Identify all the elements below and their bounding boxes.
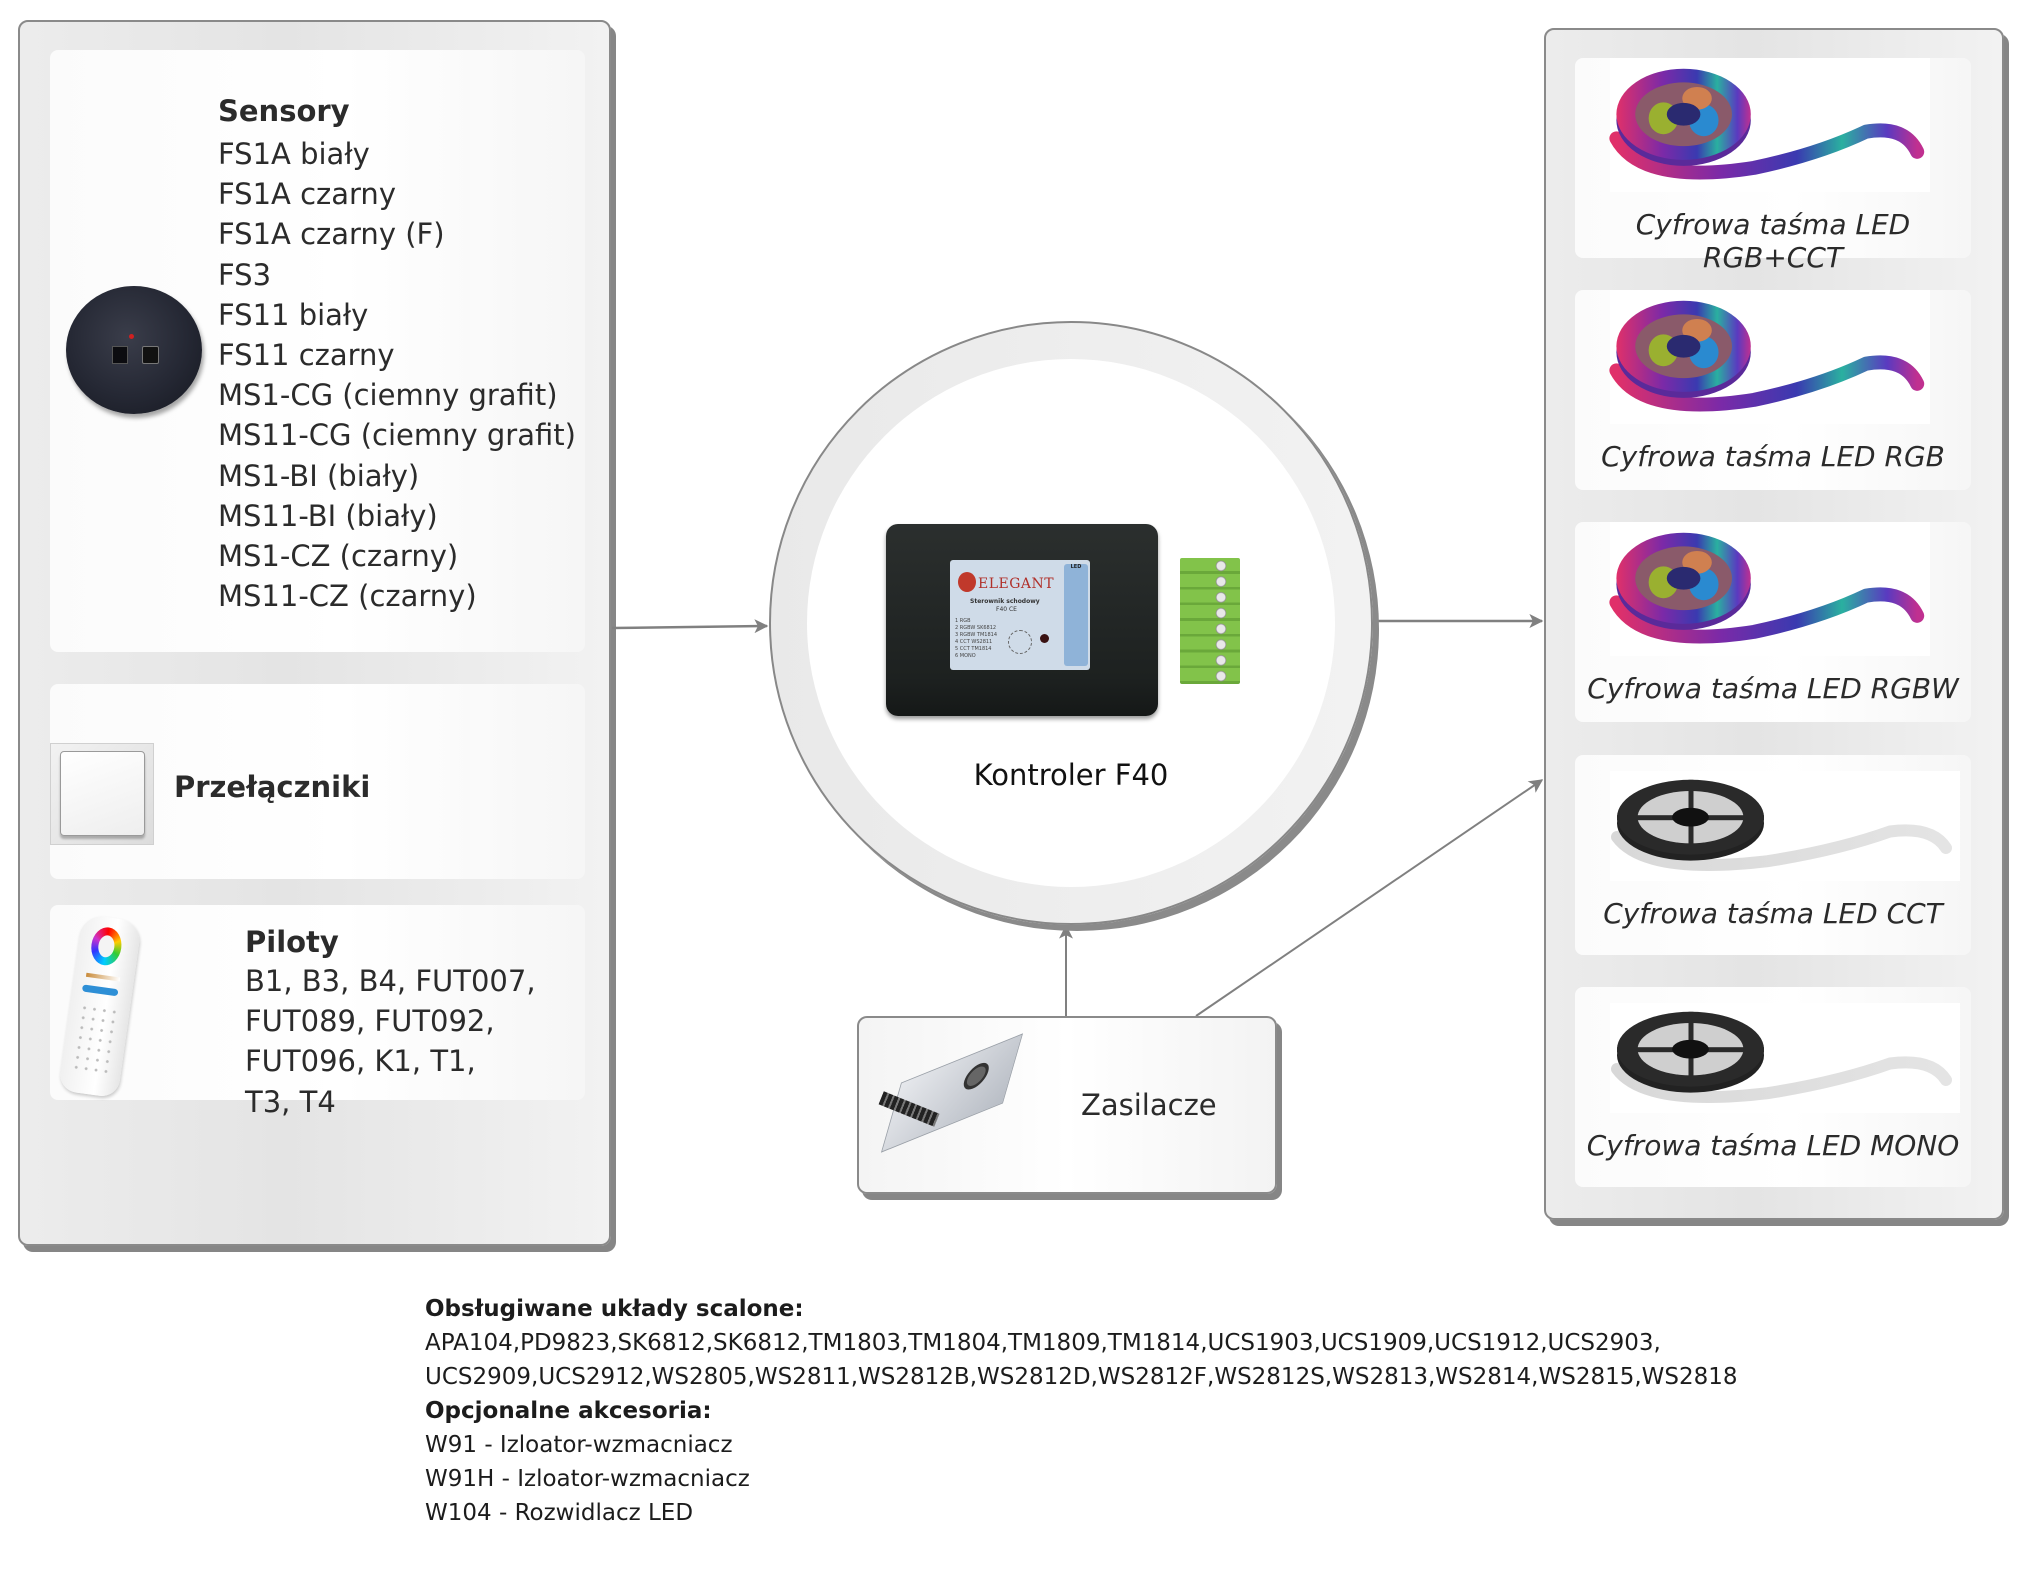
sensor-item: FS11 czarny bbox=[218, 338, 395, 373]
remote-line: B1, B3, B4, FUT007, bbox=[245, 964, 536, 998]
sensor-item: FS1A czarny bbox=[218, 177, 396, 212]
strip-label: Cyfrowa taśma LED MONO bbox=[1586, 1129, 1960, 1162]
sensor-item: FS1A czarny (F) bbox=[218, 217, 445, 252]
strip-label: Cyfrowa taśma LED RGB+CCT bbox=[1635, 208, 1911, 274]
sensors-list: FS1A biały FS1A czarny FS1A czarny (F) F… bbox=[218, 134, 576, 616]
sensors-title: Sensory bbox=[218, 94, 350, 128]
led-header: LED bbox=[1070, 564, 1082, 570]
sensor-item: MS1-CG (ciemny grafit) bbox=[218, 378, 558, 413]
mode-line: 4 CCT WS2811 bbox=[955, 639, 993, 645]
sensor-item: MS11-BI (biały) bbox=[218, 498, 438, 533]
remotes-title: Piloty bbox=[245, 925, 339, 959]
accessory-item: W104 - Rozwidlacz LED bbox=[425, 1500, 694, 1526]
elegant-logo-icon bbox=[958, 572, 976, 592]
mode-line: 5 CCT TM1814 bbox=[955, 646, 992, 652]
sensor-item: FS1A biały bbox=[218, 137, 370, 171]
sensor-item: MS11-CZ (czarny) bbox=[218, 579, 477, 614]
accessory-item: W91H - Izloator-wzmacniacz bbox=[425, 1466, 750, 1492]
mode-dial-icon bbox=[1008, 630, 1032, 654]
ics-line: APA104,PD9823,SK6812,SK6812,TM1803,TM180… bbox=[425, 1330, 1661, 1356]
controller-label: ELEGANT Sterownik schodowy F40 CE 1 RGB … bbox=[950, 560, 1090, 670]
psu-node: Zasilacze bbox=[857, 1016, 1277, 1194]
strip-card-cct: Cyfrowa taśma LED CCT bbox=[1575, 755, 1971, 955]
remote-line: FUT089, FUT092, bbox=[245, 1004, 495, 1039]
accessory-item: W91 - Izloator-wzmacniacz bbox=[425, 1432, 733, 1458]
sensor-item: MS1-BI (biały) bbox=[218, 458, 420, 493]
mode-line: 2 RGBW SK6812 bbox=[955, 625, 997, 631]
sensor-item: FS3 bbox=[218, 257, 272, 292]
controller-title: Kontroler F40 bbox=[973, 758, 1169, 792]
sensor-item: MS1-CZ (czarny) bbox=[218, 539, 459, 574]
ics-line: UCS2909,UCS2912,WS2805,WS2811,WS2812B,WS… bbox=[425, 1364, 1738, 1390]
inputs-to-controller-arrow bbox=[611, 619, 769, 634]
led-strip-color-icon bbox=[1609, 58, 1930, 192]
led-strip-white-icon bbox=[1610, 1003, 1960, 1113]
controller-modes: 1 RGB 2 RGBW SK6812 3 RGBW TM1814 4 CCT … bbox=[955, 618, 997, 660]
mode-line: 1 RGB bbox=[955, 618, 971, 624]
led-strip-color-icon bbox=[1609, 290, 1930, 424]
sensor-item: MS11-CG (ciemny grafit) bbox=[218, 418, 576, 453]
accessories-title: Opcjonalne akcesoria: bbox=[425, 1398, 712, 1424]
motion-sensor-puck-icon bbox=[66, 286, 202, 414]
controller-model: F40 CE bbox=[996, 606, 1017, 613]
led-strip-color-icon bbox=[1609, 522, 1930, 656]
remotes-list: B1, B3, B4, FUT007, FUT089, FUT092, FUT0… bbox=[245, 961, 536, 1122]
terminal-labels-panel: LED bbox=[1064, 564, 1088, 666]
strip-card-rgbw: Cyfrowa taśma LED RGBW bbox=[1575, 522, 1971, 722]
remote-line: FUT096, K1, T1, bbox=[245, 1044, 476, 1079]
controller-box-icon: ELEGANT Sterownik schodowy F40 CE 1 RGB … bbox=[886, 524, 1158, 716]
led-strip-white-icon bbox=[1610, 771, 1960, 881]
controller-brand: ELEGANT bbox=[978, 576, 1055, 592]
strip-card-rgbcct: Cyfrowa taśma LED RGB+CCT bbox=[1575, 58, 1971, 274]
strip-card-mono: Cyfrowa taśma LED MONO bbox=[1575, 987, 1971, 1187]
strip-label: Cyfrowa taśma LED RGB bbox=[1601, 440, 1945, 473]
switches-card: Przełączniki bbox=[50, 684, 585, 879]
ics-title: Obsługiwane układy scalone: bbox=[425, 1296, 804, 1322]
psu-title: Zasilacze bbox=[1081, 1088, 1217, 1122]
controller-subtitle: Sterownik schodowy bbox=[970, 598, 1040, 605]
sensor-item: FS11 biały bbox=[218, 297, 369, 332]
psu-to-strips-arrow bbox=[1195, 779, 1544, 1017]
mode-line: 3 RGBW TM1814 bbox=[955, 632, 997, 638]
sensors-card: Sensory FS1A biały FS1A czarny FS1A czar… bbox=[50, 50, 585, 652]
terminal-block-icon bbox=[1180, 558, 1240, 684]
strip-label: Cyfrowa taśma LED CCT bbox=[1603, 897, 1943, 930]
strip-label: Cyfrowa taśma LED RGBW bbox=[1587, 672, 1959, 705]
mode-line: 6 MONO bbox=[955, 653, 976, 659]
remote-line: T3, T4 bbox=[245, 1084, 336, 1119]
info-block: Obsługiwane układy scalone: APA104,PD982… bbox=[425, 1292, 1738, 1530]
remotes-card: Piloty B1, B3, B4, FUT007, FUT089, FUT09… bbox=[50, 905, 585, 1119]
program-button-icon bbox=[1040, 634, 1049, 643]
power-supply-icon bbox=[877, 1033, 1024, 1153]
wall-switch-icon bbox=[50, 743, 154, 845]
switches-title: Przełączniki bbox=[174, 770, 371, 804]
strip-card-rgb: Cyfrowa taśma LED RGB bbox=[1575, 290, 1971, 490]
